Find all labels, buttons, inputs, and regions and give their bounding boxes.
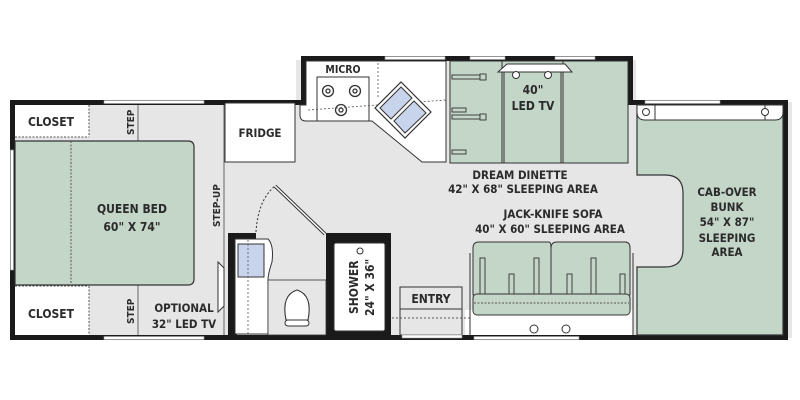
dream-dinette: 40" LED TV DREAM DINETTE 42" X 68" SLEEP… [448,60,629,196]
jack-knife-sofa: JACK-KNIFE SOFA 40" X 60" SLEEPING AREA [465,207,634,335]
fridge: FRIDGE [224,102,296,163]
sofa-size: 40" X 60" SLEEPING AREA [475,222,625,236]
closet-bottom: CLOSET [15,285,90,335]
queen-bed-size: 60" X 74" [103,220,160,234]
step-top-label: STEP [126,109,137,135]
bath-sink [237,243,265,278]
sofa-seatbelts [479,257,626,295]
queen-bed-label: QUEEN BED [97,202,167,216]
toilet [284,289,310,321]
optional-tv-label-2: 32" LED TV [152,317,216,331]
bathroom [228,184,391,336]
micro-label: MICRO [325,64,360,76]
step-bottom-label: STEP [126,298,137,324]
kitchen-counter: MICRO [299,60,447,163]
step-up-label: STEP-UP [212,184,223,227]
cab-over-line-3: 54" X 87" [700,215,755,229]
queen-bed: QUEEN BED 60" X 74" [14,140,195,286]
optional-tv: OPTIONAL 32" LED TV [152,260,225,331]
fridge-label: FRIDGE [238,126,281,140]
shower: SHOWER 24" X 36" [331,239,386,335]
closet-top: CLOSET [15,105,90,138]
led-tv-size: 40" [523,83,544,97]
burners [321,84,362,117]
cab-over-line-5: AREA [711,245,742,259]
cab-over-line-4: SLEEPING [699,231,756,245]
dream-dinette-label: DREAM DINETTE [472,168,567,182]
cab-over-line-2: BUNK [711,200,745,214]
shower-size: 24" X 36" [363,259,377,316]
tv-mount [496,63,574,73]
entry[interactable]: ENTRY [392,286,470,339]
cab-over-bunk: CAB-OVER BUNK 54" X 87" SLEEPING AREA [636,104,784,336]
dream-dinette-size: 42" X 68" SLEEPING AREA [448,182,598,196]
sink [374,81,432,139]
optional-tv-label-1: OPTIONAL [154,301,214,315]
closet-bottom-label: CLOSET [28,307,75,321]
sofa-label: JACK-KNIFE SOFA [502,207,602,221]
led-tv-label: LED TV [512,99,555,113]
door-swing [255,185,276,233]
closet-top-label: CLOSET [28,115,75,129]
cab-over-line-1: CAB-OVER [697,185,756,199]
seatbelts [451,73,487,155]
shower-label: SHOWER [347,260,361,314]
windows [10,56,721,340]
entry-label: ENTRY [411,292,450,306]
